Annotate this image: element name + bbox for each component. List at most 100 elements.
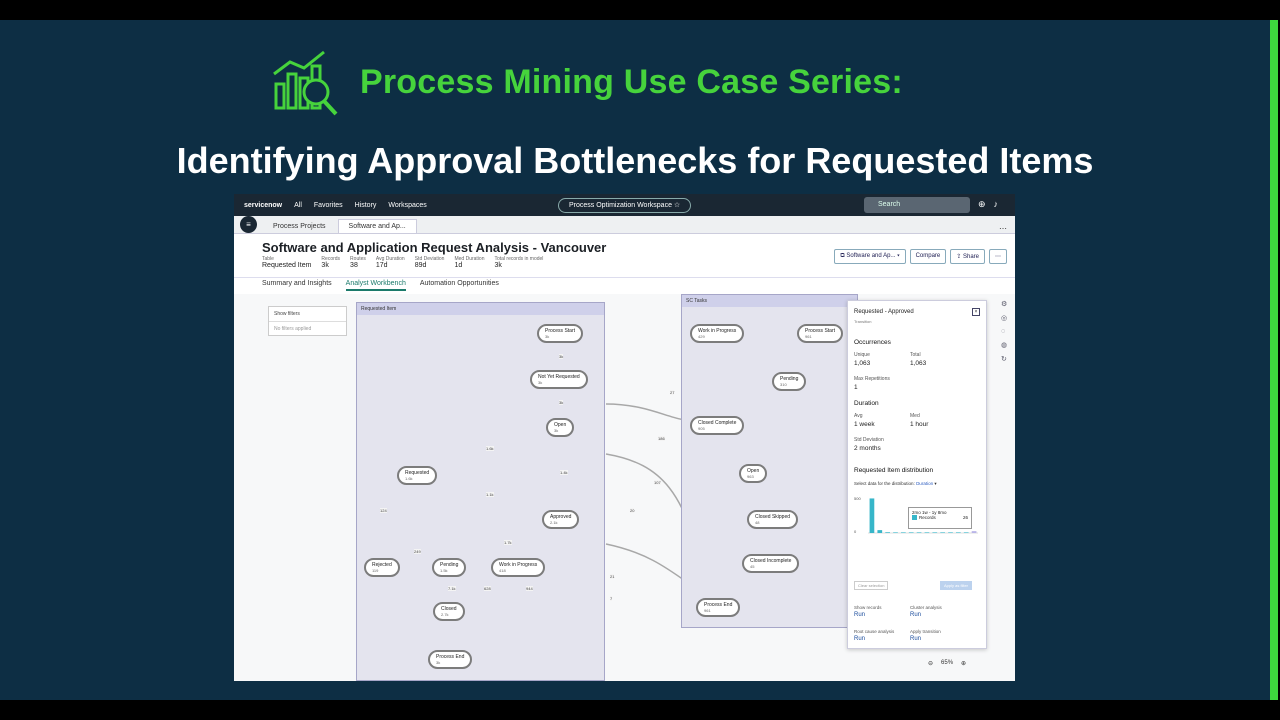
zoom-controls: ⊖ 65% ⊕ — [928, 660, 966, 667]
workspace-pill[interactable]: Process Optimization Workspace ☆ — [558, 198, 692, 213]
zoom-in-icon[interactable]: ⊕ — [961, 661, 967, 667]
zoom-level: 65% — [941, 660, 954, 666]
app-menu-icon[interactable]: ≡ — [240, 216, 257, 233]
transition-detail-panel: Requested - Approved Transition × Occurr… — [847, 300, 987, 649]
panel-title: Requested - Approved — [854, 309, 914, 315]
distribution-bar[interactable] — [916, 532, 922, 533]
tab-summary[interactable]: Summary and Insights — [262, 280, 332, 287]
bell-icon[interactable]: ♪ — [993, 199, 999, 209]
target-icon[interactable]: ◎ — [1001, 315, 1008, 322]
distribution-bar[interactable] — [877, 530, 883, 533]
distribution-bar[interactable] — [948, 532, 953, 533]
group-sc-tasks[interactable]: SC Tasks — [681, 294, 858, 628]
more-tabs-icon[interactable]: ⋯ — [999, 224, 1007, 233]
nav-history[interactable]: History — [354, 201, 377, 209]
distribution-bar[interactable] — [869, 498, 875, 533]
slide-edge-accent — [1270, 20, 1278, 700]
filters-box[interactable]: Show filters No filters applied — [268, 306, 347, 336]
project-select-button[interactable]: ⧉ Software and Ap... ▾ — [834, 249, 906, 264]
group-requested-item[interactable]: Requested Item — [356, 302, 605, 681]
process-map-canvas[interactable]: Show filters No filters applied — [234, 294, 1015, 681]
group-requested-item-label: Requested Item — [357, 303, 604, 315]
edge-label: 3k — [559, 400, 564, 405]
distribution-bar[interactable] — [908, 532, 914, 533]
y-tick-label: 0 — [854, 529, 857, 534]
panel-subtitle: Transition — [854, 319, 872, 324]
edge-label: 21 — [610, 574, 615, 579]
tab-analyst-workbench[interactable]: Analyst Workbench — [345, 280, 406, 291]
occurrences-heading: Occurrences — [854, 339, 891, 346]
distribution-bar[interactable] — [932, 532, 938, 533]
share-button[interactable]: ⇪ Share — [950, 249, 985, 264]
distribution-chart[interactable]: 500 0 — [854, 493, 982, 541]
distribution-bar[interactable] — [956, 532, 961, 533]
apply-filter-button[interactable]: Apply as filter — [940, 581, 973, 590]
edge-label: 1.7k — [504, 540, 512, 545]
insight-icon[interactable]: ◍ — [1001, 342, 1008, 349]
distribution-bar[interactable] — [885, 532, 890, 533]
nav-workspaces[interactable]: Workspaces — [388, 201, 427, 209]
settings-icon[interactable]: ⚙ — [1001, 301, 1008, 308]
distribution-bar[interactable] — [924, 532, 930, 533]
search-input[interactable]: Search — [864, 197, 970, 213]
edge-label: 1.1k — [486, 492, 494, 497]
globe-icon[interactable]: ⊕ — [978, 199, 986, 209]
comment-icon[interactable]: ◌ — [1001, 328, 1006, 335]
distribution-bar[interactable] — [940, 532, 945, 533]
tab-software-analysis[interactable]: Software and Ap... — [337, 219, 417, 233]
brand-logo[interactable]: servicenow — [244, 201, 283, 209]
compare-button[interactable]: Compare — [909, 249, 947, 264]
header-buttons: ⧉ Software and Ap... ▾ Compare ⇪ Share ⋯ — [834, 249, 1007, 264]
tooltip-range: 2mo 1w - 1y 8mo — [912, 510, 947, 515]
edge-label: 249 — [414, 549, 421, 554]
distribution-bar[interactable] — [971, 531, 977, 533]
y-tick-label: 500 — [854, 496, 861, 501]
distribution-control[interactable]: Select data for the distribution: Durati… — [854, 481, 937, 486]
no-filters-label: No filters applied — [274, 326, 312, 332]
nav-favorites[interactable]: Favorites — [313, 201, 343, 209]
show-filters[interactable]: Show filters — [269, 307, 346, 322]
edge-label: 124 — [380, 508, 387, 513]
duration-heading: Duration — [854, 400, 879, 407]
more-options-icon[interactable]: ⋯ — [989, 249, 1007, 264]
clear-selection-button[interactable]: Clear selection — [854, 581, 889, 590]
top-icons: ⊕ ♪ — [978, 199, 998, 210]
close-icon[interactable]: × — [972, 308, 980, 316]
distribution-bar[interactable] — [893, 532, 898, 533]
distribution-bar[interactable] — [963, 532, 969, 533]
distribution-bar[interactable] — [901, 532, 906, 533]
tab-automation[interactable]: Automation Opportunities — [419, 280, 499, 287]
edge-label: 27 — [670, 390, 675, 395]
tab-bar: ≡ Process Projects Software and Ap... ⋯ — [234, 216, 1015, 234]
zoom-out-icon[interactable]: ⊖ — [928, 661, 934, 667]
history-icon[interactable]: ↻ — [1001, 356, 1007, 363]
tab-process-projects[interactable]: Process Projects — [273, 223, 326, 230]
star-icon[interactable]: ☆ — [673, 202, 681, 209]
nav-all[interactable]: All — [294, 201, 302, 209]
